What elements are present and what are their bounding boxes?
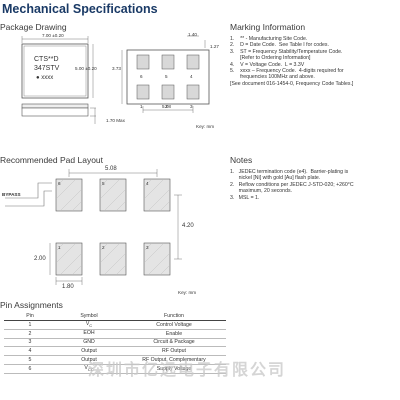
pin-column-header: Pin xyxy=(4,311,56,321)
table-row: 4 Output RF Output xyxy=(4,346,226,357)
marking-info-item: 5. xxxx – Frequency Code. 4-digits requi… xyxy=(230,68,344,75)
table-row: 5 Output RF Output, Complementary xyxy=(4,355,226,365)
dim-pitch: 5.08 xyxy=(162,104,171,109)
pin-number: 2 xyxy=(4,329,56,339)
marking-info-item: 3. ST = Frequency Stability/Temperature … xyxy=(230,48,343,55)
package-drawing-heading: Package Drawing xyxy=(0,22,67,32)
table-row: 2 EOH Enable xyxy=(4,329,226,339)
pin-function: Supply Voltage xyxy=(122,364,226,374)
pad-key-label: Key: mm xyxy=(178,290,197,295)
pin-symbol: GND xyxy=(56,338,122,348)
pin-function: Control Voltage xyxy=(122,320,226,330)
notes-list: 1. JEDEC termination code (e4). Barrier-… xyxy=(230,169,354,201)
pin-assignments-heading: Pin Assignments xyxy=(0,300,63,310)
package-key-label: Key: mm xyxy=(196,124,215,129)
dim-depth: 3.73 xyxy=(112,66,121,71)
pad-number-3: 3 xyxy=(146,245,149,250)
pin-symbol: EOH xyxy=(56,329,122,339)
note-item: 2. Reflow conditions per JEDEC J-STD-020… xyxy=(230,181,354,188)
pin-function: Circuit & Package xyxy=(122,338,226,348)
pin-number: 6 xyxy=(4,364,56,374)
page-title: Mechanical Specifications xyxy=(2,2,158,16)
marking-info-item: 2. D = Date Code. See Table I for codes. xyxy=(230,42,329,49)
marking-line-2: 347STV xyxy=(34,65,60,72)
pad-number-2: 2 xyxy=(102,245,105,250)
pad-dim-pitch: 5.08 xyxy=(105,166,117,172)
marking-info-list: 1. ** - Manufacturing Site Code. 2. D = … xyxy=(230,36,353,87)
watermark: 深圳市亿远电子有限公司 xyxy=(88,362,287,379)
pad-layout-drawing xyxy=(5,169,182,285)
dim-pad-height: 1.27 xyxy=(210,44,219,49)
symbol-column-header: Symbol xyxy=(56,311,122,321)
dim-width: 7.00 ±0.20 xyxy=(42,33,64,38)
note-item: 1. JEDEC termination code (e4). Barrier-… xyxy=(230,169,349,175)
pad-label-2: 2 xyxy=(165,104,168,109)
pin-number: 3 xyxy=(4,338,56,348)
pad-number-6: 6 xyxy=(58,181,61,186)
pin-number: 5 xyxy=(4,355,56,365)
pin-number: 4 xyxy=(4,346,56,357)
pad-label-1: 1 xyxy=(140,104,143,109)
pad-number-4: 4 xyxy=(146,181,149,186)
pad-label-3: 3 xyxy=(190,104,193,109)
marking-line-3: ● xxxx xyxy=(36,75,54,81)
pad-label-6: 6 xyxy=(140,74,143,79)
note-item: maximum, 20 seconds. xyxy=(230,188,292,195)
function-column-header: Function xyxy=(122,311,226,321)
note-item: 3. MSL = 1. xyxy=(230,194,260,201)
pin-function: Enable xyxy=(122,329,226,339)
pad-label-4: 4 xyxy=(190,74,193,79)
pin-number: 1 xyxy=(4,320,56,330)
pin-symbol: VC xyxy=(56,320,122,330)
pin-symbol: VCC xyxy=(56,364,122,374)
pin-symbol: Output xyxy=(56,355,122,365)
marking-information-heading: Marking Information xyxy=(230,22,306,32)
pin-symbol: Output xyxy=(56,346,122,357)
dim-height: 5.00 ±0.20 xyxy=(75,66,97,71)
dim-pad-width: 1.40 xyxy=(188,32,197,37)
pad-number-1: 1 xyxy=(58,245,61,250)
pad-layout-heading: Recommended Pad Layout xyxy=(0,155,104,165)
note-item: nickel [Ni] with gold [Au] flash plate. xyxy=(230,175,321,182)
pad-dim-row: 4.20 xyxy=(182,223,194,229)
marking-info-item: [Refer to Ordering Information] xyxy=(230,55,311,62)
pin-table: Pin Symbol Function 1 VC Control Voltage… xyxy=(4,311,226,374)
bypass-label: BYPASS xyxy=(2,192,21,197)
notes-heading: Notes xyxy=(230,155,253,165)
pad-dim-width: 1.80 xyxy=(62,284,74,290)
pad-number-5: 5 xyxy=(102,181,105,186)
marking-line-1: CTS**D xyxy=(34,56,59,63)
package-drawing xyxy=(21,35,210,124)
marking-info-item: 1. ** - Manufacturing Site Code. xyxy=(230,36,308,42)
pin-function: RF Output, Complementary xyxy=(122,355,226,365)
pin-table-header: Pin Symbol Function xyxy=(4,311,226,321)
table-row: 3 GND Circuit & Package xyxy=(4,338,226,348)
pad-dim-height: 2.00 xyxy=(34,256,46,262)
table-row: 1 VC Control Voltage xyxy=(4,320,226,330)
pad-label-5: 5 xyxy=(165,74,168,79)
marking-info-item: [See document 016-1454-0, Frequency Code… xyxy=(230,80,354,87)
pin-function: RF Output xyxy=(122,346,226,357)
pin1-dot-icon: ● xyxy=(36,75,40,81)
dim-thickness: 1.70 Max xyxy=(106,118,125,123)
table-row: 6 VCC Supply Voltage xyxy=(4,364,226,374)
marking-info-item: frequencies 100MHz and above. xyxy=(230,74,315,81)
marking-info-item: 4. V = Voltage Code. L = 3.3V xyxy=(230,61,305,68)
